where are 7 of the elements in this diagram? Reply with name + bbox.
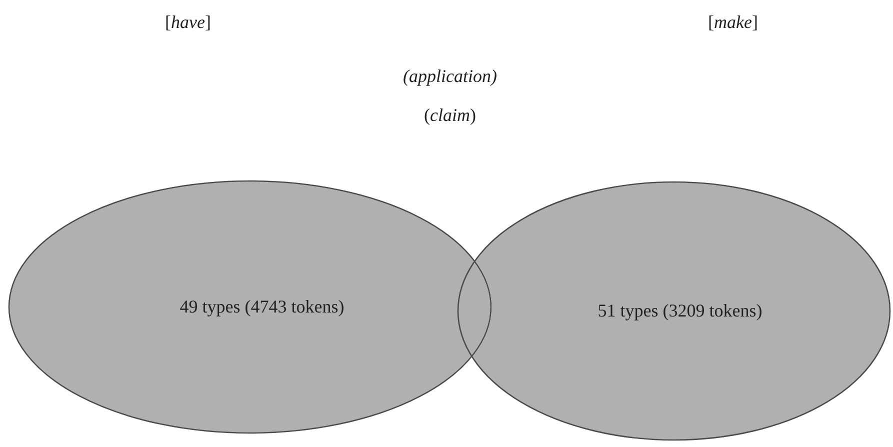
set-heading: [make]: [708, 12, 758, 33]
set-heading: [have]: [165, 12, 211, 33]
overlap-word: (application): [403, 66, 497, 87]
set-count-label: 51 types (3209 tokens): [596, 300, 764, 322]
venn-ellipse: [457, 181, 891, 441]
set-count-label: 49 types (4743 tokens): [178, 296, 346, 318]
overlap-word: (claim): [424, 105, 476, 126]
